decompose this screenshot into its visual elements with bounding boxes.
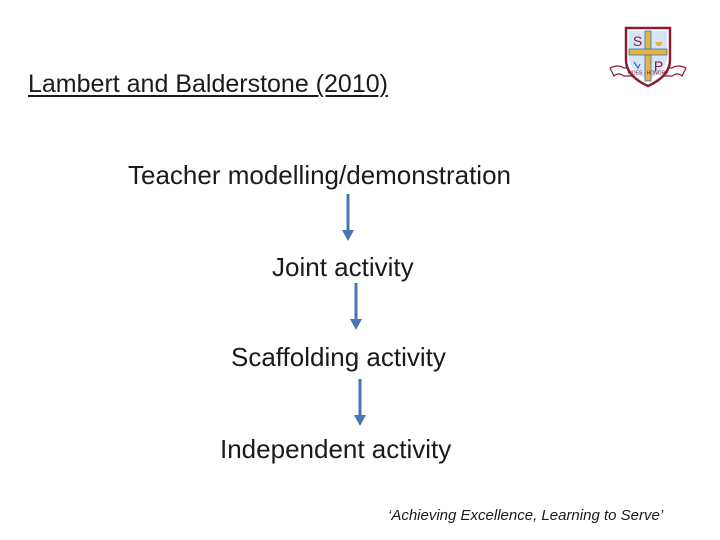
footer-motto: ‘Achieving Excellence, Learning to Serve… [388, 507, 664, 524]
down-arrow-icon [350, 283, 362, 330]
slide-title: Lambert and Balderstone (2010) [28, 70, 388, 98]
crest-letter-p: P [654, 58, 663, 74]
step-scaffolding-activity: Scaffolding activity [231, 342, 446, 372]
crest-letter-s: S [633, 33, 642, 49]
crest-motto: FIDES · HONORE [627, 71, 669, 77]
school-crest-icon: S P FIDES · HONORE [609, 26, 687, 88]
step-teacher-modelling: Teacher modelling/demonstration [128, 160, 511, 190]
down-arrow-icon [354, 379, 366, 426]
down-arrow-icon [342, 194, 354, 241]
step-joint-activity: Joint activity [272, 252, 414, 282]
step-independent-activity: Independent activity [220, 434, 452, 464]
